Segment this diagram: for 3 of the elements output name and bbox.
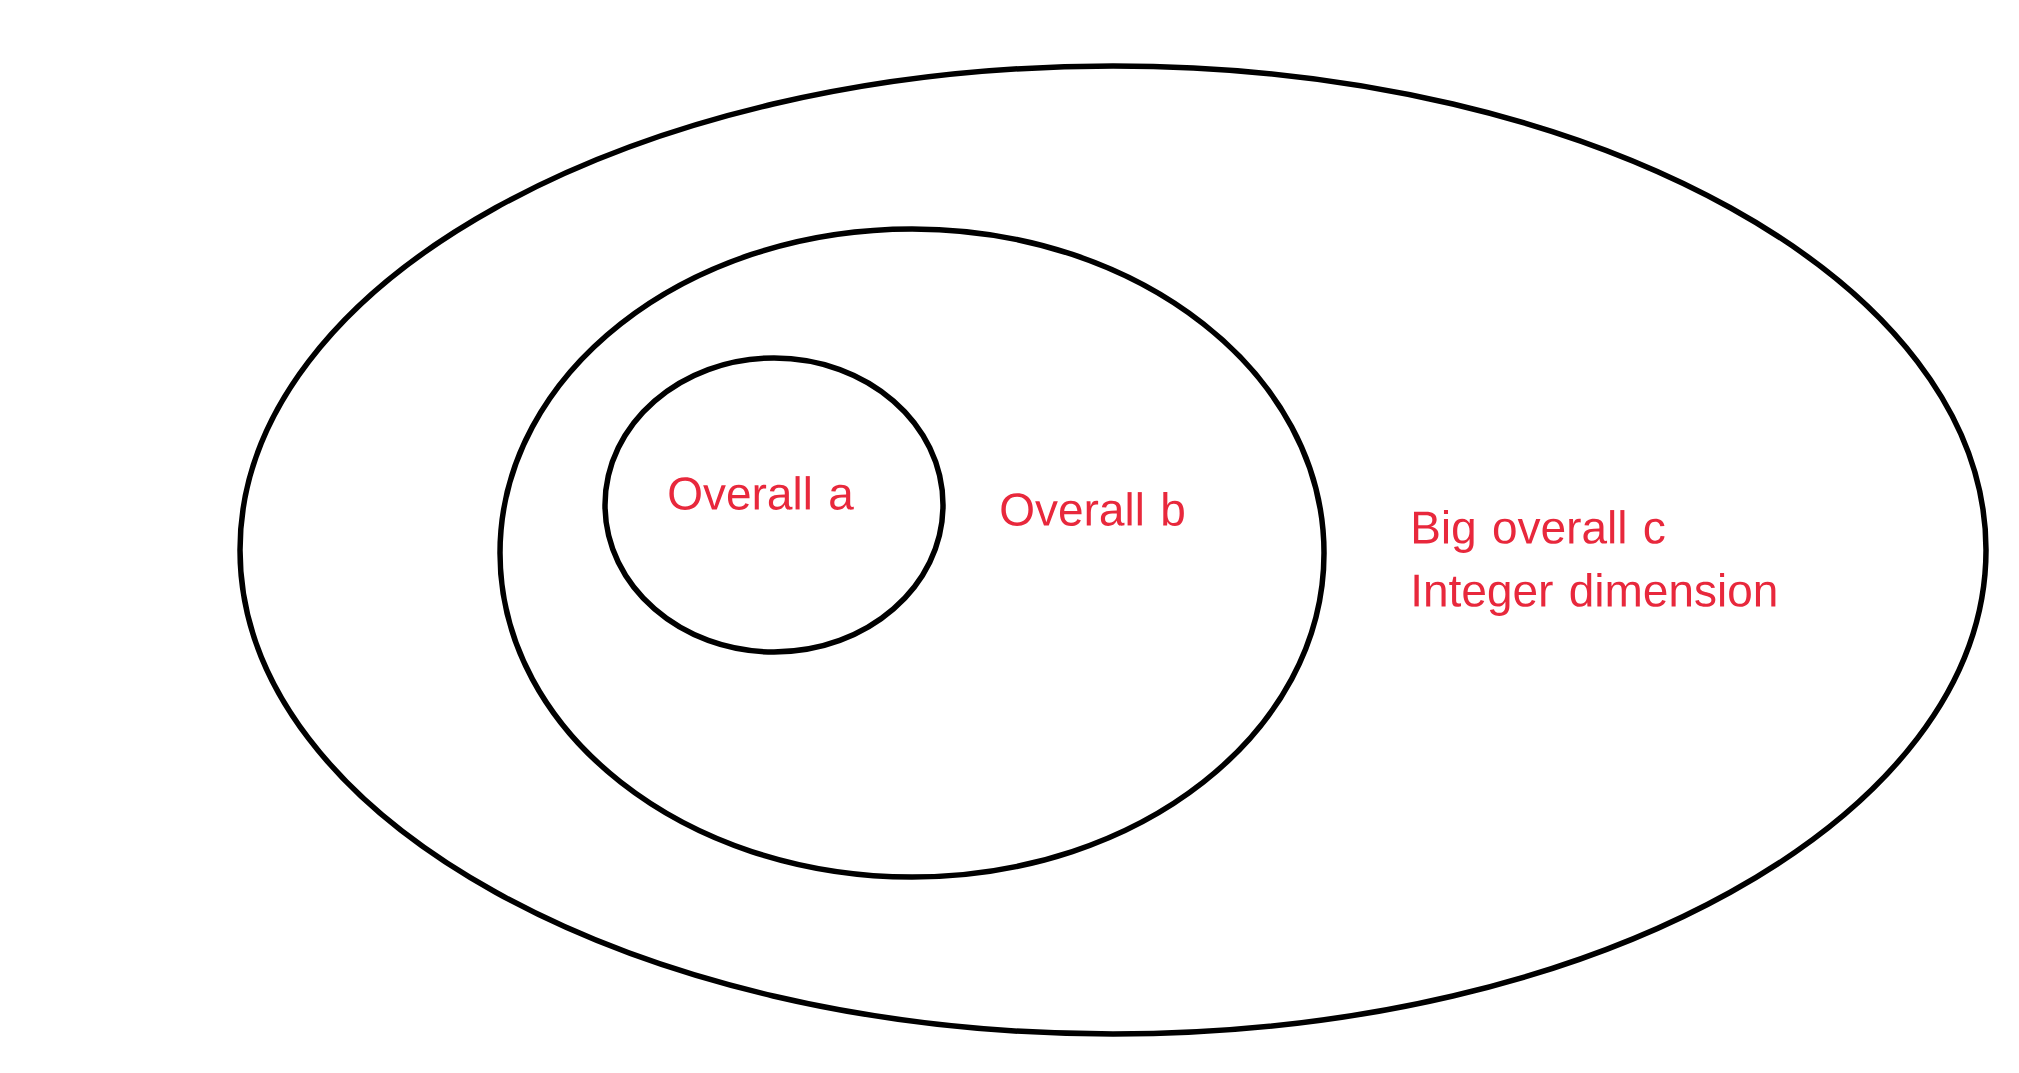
ellipse-label: Big overall c Integer dimension (1414, 510, 1776, 616)
ellipse-label: Overall b (1001, 492, 1184, 526)
ellipse-label: Overall a (669, 476, 854, 510)
